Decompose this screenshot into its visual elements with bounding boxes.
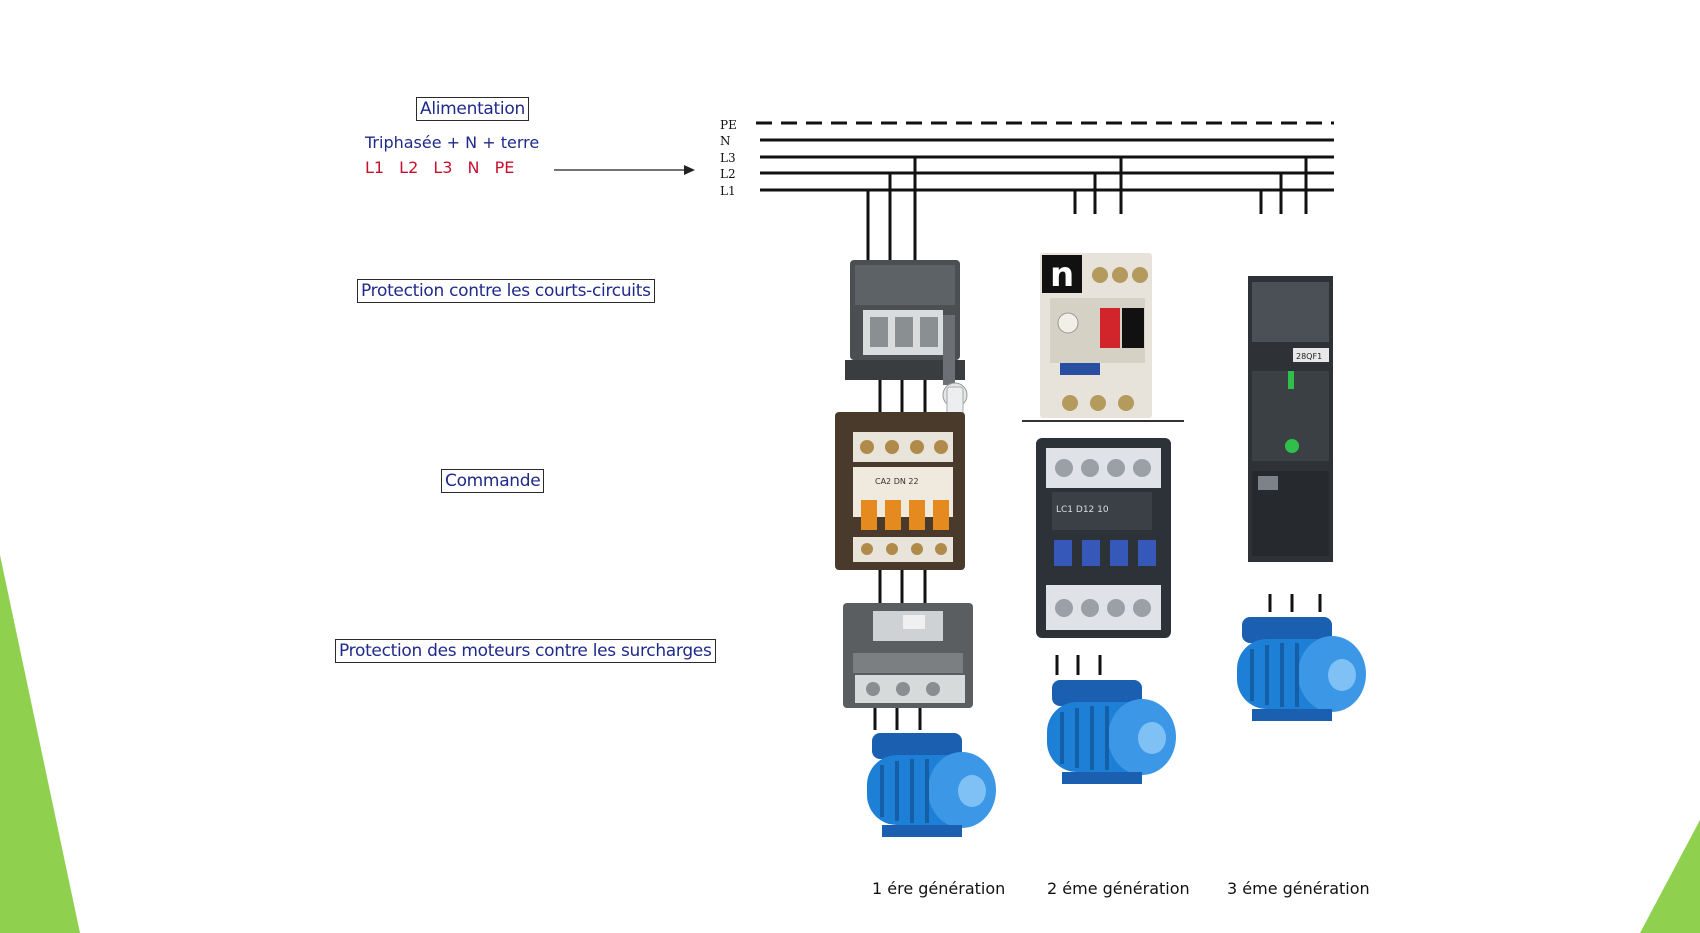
phases-text: L1 L2 L3 N PE	[365, 158, 515, 177]
breaker-id: 28QF1	[1296, 352, 1322, 361]
supply-arrow	[554, 165, 695, 175]
contactor-1-ref: CA2 DN 22	[875, 477, 919, 486]
bus-label-n: N	[720, 134, 731, 148]
motor-gen1	[867, 733, 996, 837]
thermal-relay-gen1	[843, 603, 973, 708]
bus-label-pe: PE	[720, 118, 737, 132]
short-circuit-protection-label: Protection contre les courts-circuits	[357, 279, 655, 303]
generation-3-label: 3 éme génération	[1227, 879, 1370, 898]
supply-type-text: Triphasée + N + terre	[365, 133, 540, 152]
commande-label: Commande	[441, 469, 545, 493]
contactor-2-ref: LC1 D12 10	[1056, 505, 1109, 515]
bus-labels: PE N L3 L2 L1	[720, 118, 750, 198]
motor-gen2	[1047, 680, 1176, 784]
brand-letter: n	[1050, 255, 1074, 295]
contactor-gen1: CA2 DN 22	[835, 412, 965, 570]
integrated-starter-gen3: 28QF1	[1248, 276, 1333, 562]
bus-label-l2: L2	[720, 167, 736, 181]
bus-label-l3: L3	[720, 151, 736, 165]
motor-circuit-breaker-gen2: n	[1040, 253, 1152, 418]
contactor-gen2: LC1 D12 10	[1022, 420, 1184, 638]
overload-protection-label: Protection des moteurs contre les surcha…	[335, 639, 716, 663]
alimentation-label: Alimentation	[416, 97, 529, 121]
motor-gen3	[1237, 617, 1366, 721]
generation-1-label: 1 ére génération	[872, 879, 1006, 898]
bus-label-l1: L1	[720, 184, 736, 198]
generation-2-label: 2 éme génération	[1047, 879, 1190, 898]
